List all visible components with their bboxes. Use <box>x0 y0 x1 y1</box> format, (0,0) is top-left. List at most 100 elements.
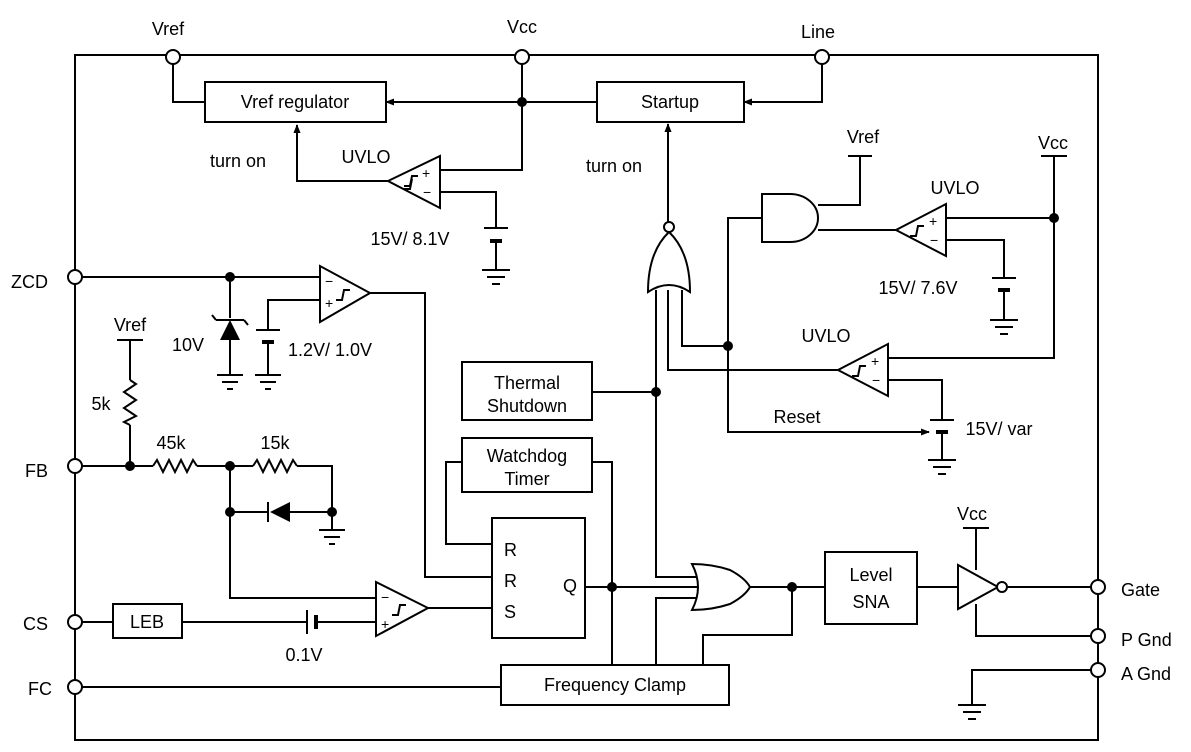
and-gate <box>761 193 819 243</box>
ff-s-label: S <box>504 602 516 622</box>
or-gate-output <box>690 562 752 612</box>
uvlo3-label: UVLO <box>801 326 850 346</box>
pin-line <box>814 49 830 65</box>
pin-fc <box>67 679 83 695</box>
thermal-shutdown-block: Thermal Shutdown <box>461 361 593 421</box>
uvlo2-minus: − <box>930 232 938 248</box>
uvlo2-plus: + <box>929 213 937 229</box>
uvlo3-comparator: + − <box>835 342 889 398</box>
zener-diode <box>211 314 249 340</box>
level-label-1: Level <box>849 565 892 585</box>
ground-uvlo1 <box>482 269 510 285</box>
zcd-ref-label: 1.2V/ 1.0V <box>288 340 372 360</box>
frequency-clamp-label: Frequency Clamp <box>544 675 686 695</box>
uvlo1-label: UVLO <box>341 147 390 167</box>
leb-label: LEB <box>130 612 164 632</box>
resistor-45k <box>152 457 198 475</box>
frequency-clamp-block: Frequency Clamp <box>500 664 730 706</box>
reset-label: Reset <box>773 407 820 427</box>
uvlo3-plus: + <box>871 353 879 369</box>
thermal-label-2: Shutdown <box>487 396 567 416</box>
cs-minus: − <box>381 589 389 605</box>
zener-label: 10V <box>172 335 204 355</box>
uvlo2-comparator: + − <box>893 202 947 258</box>
source-1v2 <box>256 329 280 344</box>
pin-zcd-label: ZCD <box>11 272 48 292</box>
pin-agnd <box>1090 662 1106 678</box>
pin-pgnd-label: P Gnd <box>1121 630 1172 650</box>
zcd-minus: − <box>325 273 333 289</box>
startup-label: Startup <box>641 92 699 112</box>
ground-agnd <box>958 704 986 720</box>
turn-on-left-label: turn on <box>210 151 266 171</box>
vcc-driver-label: Vcc <box>957 504 987 524</box>
leb-block: LEB <box>112 603 183 639</box>
pin-zcd <box>67 269 83 285</box>
r-15k-label: 15k <box>260 433 290 453</box>
gate-driver-buffer <box>957 563 1008 611</box>
thermal-label-1: Thermal <box>494 373 560 393</box>
pin-cs <box>67 614 83 630</box>
uvlo1-minus: − <box>423 184 431 200</box>
uvlo1-plus: + <box>422 165 430 181</box>
uvlo2-label: UVLO <box>930 178 979 198</box>
pin-agnd-label: A Gnd <box>1121 664 1171 684</box>
vcc-right-label: Vcc <box>1038 133 1068 153</box>
pin-pgnd <box>1090 628 1106 644</box>
ground-zener <box>217 374 243 390</box>
zcd-comparator: − + <box>319 264 373 324</box>
resistor-15k <box>252 457 298 475</box>
wires <box>78 58 1094 705</box>
pin-vref-label: Vref <box>152 19 185 39</box>
ic-boundary <box>74 54 1099 741</box>
pin-gate-label: Gate <box>1121 580 1160 600</box>
ground-1v2 <box>255 374 281 390</box>
ff-q-label: Q <box>563 576 577 596</box>
or-gate-vertical <box>646 221 692 294</box>
r-5k-label: 5k <box>91 394 111 414</box>
vref-regulator-block: Vref regulator <box>204 81 387 123</box>
pin-cs-label: CS <box>23 614 48 634</box>
junctions <box>125 97 1059 592</box>
pin-fb-label: FB <box>25 461 48 481</box>
pin-fc-label: FC <box>28 679 52 699</box>
pin-vcc-label: Vcc <box>507 17 537 37</box>
zcd-plus: + <box>325 295 333 311</box>
r-45k-label: 45k <box>156 433 186 453</box>
resistor-5k <box>121 379 138 426</box>
driver-inverter-bubble <box>996 581 1008 593</box>
cs-ref-label: 0.1V <box>285 645 322 665</box>
source-0v1 <box>306 610 318 634</box>
ground-uvlo3 <box>928 459 956 475</box>
pin-line-label: Line <box>801 22 835 42</box>
startup-block: Startup <box>596 81 745 123</box>
cs-comparator: − + <box>375 580 431 638</box>
uvlo1-threshold-label: 15V/ 8.1V <box>370 229 449 249</box>
cs-plus: + <box>381 616 389 632</box>
source-15v-var <box>930 419 954 434</box>
ff-r1-label: R <box>504 540 517 560</box>
uvlo3-threshold-label: 15V/ var <box>965 419 1032 439</box>
source-15v-8v1 <box>484 227 508 243</box>
ground-uvlo2 <box>990 319 1018 335</box>
uvlo2-threshold-label: 15V/ 7.6V <box>878 278 957 298</box>
pin-vcc <box>514 49 530 65</box>
or-gate-inverter-bubble <box>663 221 675 233</box>
uvlo1-comparator: + − <box>385 154 441 210</box>
ff-r2-label: R <box>504 571 517 591</box>
watchdog-label-2: Timer <box>504 469 549 489</box>
level-sna-block: Level SNA <box>824 551 918 625</box>
vref-regulator-label: Vref regulator <box>241 92 349 112</box>
uvlo3-minus: − <box>872 372 880 388</box>
diode-15k <box>267 502 290 522</box>
pin-vref <box>165 49 181 65</box>
watchdog-label-1: Watchdog <box>487 446 567 466</box>
pin-fb <box>67 458 83 474</box>
ground-15k <box>319 529 345 545</box>
watchdog-timer-block: Watchdog Timer <box>461 437 593 493</box>
source-15v-7v6 <box>992 277 1016 292</box>
turn-on-mid-label: turn on <box>586 156 642 176</box>
vref-and-label: Vref <box>847 127 880 147</box>
flip-flop-block: R R S Q <box>491 517 586 639</box>
